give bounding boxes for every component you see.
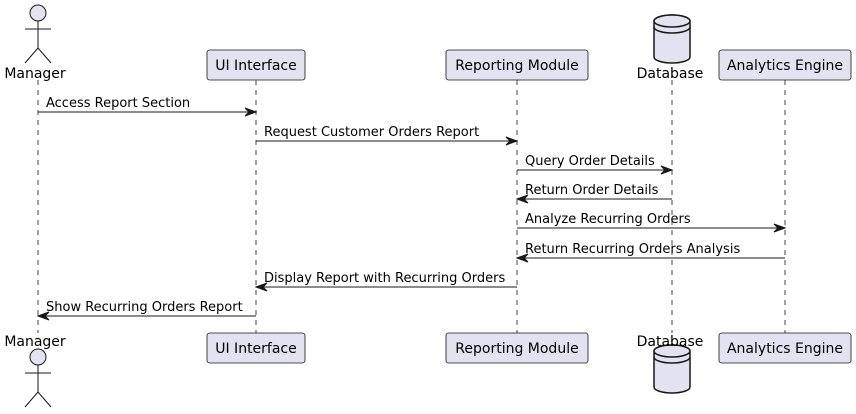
- message-3: Query Order Details: [517, 154, 674, 175]
- lifelines: [37, 80, 786, 333]
- analytics-head-top: Analytics Engine: [718, 49, 852, 81]
- actor-icon: [24, 4, 52, 64]
- ui-box: [206, 332, 306, 364]
- message-label: Request Customer Orders Report: [264, 125, 479, 140]
- arrowhead-icon: [505, 136, 519, 146]
- ui-label-top: UI Interface: [215, 58, 297, 74]
- reporting-head-top: Reporting Module: [445, 49, 589, 81]
- ui-box: [206, 49, 306, 81]
- analytics-box: [718, 49, 852, 81]
- manager-label-bottom: Manager: [4, 334, 66, 350]
- actor-icon: [24, 348, 52, 408]
- analytics-label-top: Analytics Engine: [727, 58, 843, 74]
- message-label: Analyze Recurring Orders: [525, 212, 691, 227]
- database-head-top: Database: [637, 14, 704, 82]
- message-7: Display Report with Recurring Orders: [254, 271, 517, 292]
- ui-head-top: UI Interface: [206, 49, 306, 81]
- reporting-box: [445, 332, 589, 364]
- manager-head-top: Manager: [4, 4, 66, 82]
- message-2: Request Customer Orders Report: [256, 125, 519, 146]
- message-4: Return Order Details: [515, 183, 672, 204]
- database-icon: [653, 344, 691, 394]
- analytics-head-bottom: Analytics Engine: [718, 332, 852, 364]
- message-label: Return Order Details: [525, 183, 659, 198]
- message-label: Access Report Section: [46, 96, 190, 111]
- arrowhead-icon: [773, 223, 787, 233]
- ui-head-bottom: UI Interface: [206, 332, 306, 364]
- manager-head-bottom: Manager: [4, 334, 66, 408]
- ui-label-bottom: UI Interface: [215, 341, 297, 357]
- database-icon: [653, 14, 691, 64]
- reporting-label-top: Reporting Module: [455, 58, 578, 74]
- arrowhead-icon: [244, 107, 258, 117]
- database-head-bottom: Database: [637, 334, 704, 394]
- reporting-label-bottom: Reporting Module: [455, 341, 578, 357]
- reporting-box: [445, 49, 589, 81]
- arrowhead-icon: [515, 194, 529, 204]
- database-label-bottom: Database: [637, 334, 704, 350]
- message-1: Access Report Section: [38, 96, 258, 117]
- message-label: Return Recurring Orders Analysis: [525, 242, 740, 257]
- message-label: Show Recurring Orders Report: [46, 300, 243, 315]
- reporting-head-bottom: Reporting Module: [445, 332, 589, 364]
- analytics-label-bottom: Analytics Engine: [727, 341, 843, 357]
- message-label: Display Report with Recurring Orders: [264, 271, 505, 286]
- message-5: Analyze Recurring Orders: [517, 212, 787, 233]
- arrowhead-icon: [254, 282, 268, 292]
- manager-label-top: Manager: [4, 66, 66, 82]
- arrowhead-icon: [36, 311, 50, 321]
- arrowhead-icon: [515, 253, 529, 263]
- database-label-top: Database: [637, 66, 704, 82]
- arrowhead-icon: [660, 165, 674, 175]
- message-6: Return Recurring Orders Analysis: [515, 242, 785, 263]
- message-label: Query Order Details: [525, 154, 655, 169]
- analytics-box: [718, 332, 852, 364]
- message-8: Show Recurring Orders Report: [36, 300, 256, 321]
